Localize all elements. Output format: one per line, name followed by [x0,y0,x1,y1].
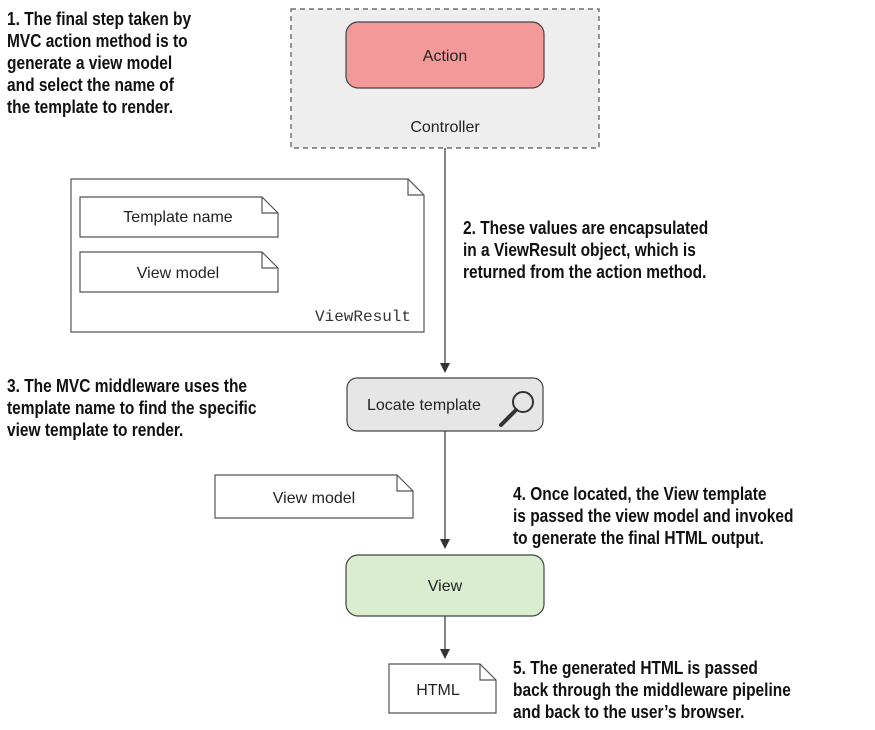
template-name-label: Template name [123,209,232,226]
view-node[interactable]: View [345,554,545,617]
step2-note: 2. These values are encapsulated in a Vi… [463,218,709,282]
controller-label: Controller [410,119,480,136]
action-node[interactable]: Action [345,21,545,89]
action-label: Action [423,48,467,65]
locate-template-node[interactable]: Locate template [346,377,544,432]
view-model-label-1: View model [137,265,219,282]
template-name-document: Template name [79,196,279,238]
step3-note: 3. The MVC middleware uses the template … [7,376,257,440]
step4-note: 4. Once located, the View template is pa… [513,484,794,548]
magnifier-icon [499,391,534,427]
html-document: HTML [388,663,497,714]
html-label: HTML [416,682,460,699]
step1-note: 1. The final step taken by MVC action me… [7,9,192,117]
view-model-document-1: View model [79,251,279,293]
locate-template-label: Locate template [367,397,481,414]
step5-note: 5. The generated HTML is passed back thr… [513,658,791,722]
viewresult-label: ViewResult [315,308,411,326]
view-label: View [428,578,463,595]
view-model-document-2: View model [214,474,414,519]
view-model-label-2: View model [273,490,355,507]
